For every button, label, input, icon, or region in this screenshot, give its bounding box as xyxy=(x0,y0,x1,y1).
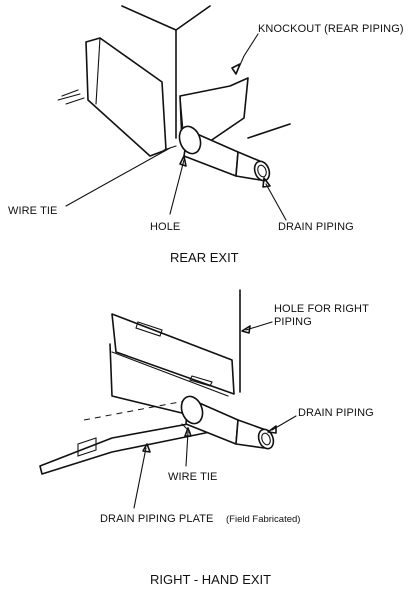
drain-plate-arrow xyxy=(142,443,151,453)
right-hand-exit-figure: HOLE FOR RIGHT PIPING DRAIN PIPING WIRE … xyxy=(39,289,374,587)
back-panel xyxy=(111,313,235,395)
wire-tie-label: WIRE TIE xyxy=(168,471,218,483)
rear-exit-figure: KNOCKOUT (REAR PIPING) WIRE TIE HOLE DRA… xyxy=(8,5,404,265)
drain-piping-label: DRAIN PIPING xyxy=(298,407,374,419)
right-hand-exit-title: RIGHT - HAND EXIT xyxy=(150,572,271,587)
pipe-back-end xyxy=(178,125,202,155)
panel-lower-line xyxy=(111,351,229,397)
hole-right-arrow xyxy=(241,325,251,334)
cabinet-top-edge xyxy=(121,5,211,31)
knockout-arrow xyxy=(231,63,241,75)
hole-for-right-label-line1: HOLE FOR RIGHT xyxy=(274,303,369,315)
drain-piping-arrow xyxy=(262,177,271,188)
floor-line xyxy=(247,123,291,139)
hole-leader xyxy=(169,159,185,215)
pipe-outlet-inner xyxy=(261,432,271,446)
knockout-label: KNOCKOUT (REAR PIPING) xyxy=(258,23,404,35)
pipe-back-end xyxy=(180,395,204,425)
wire-tie-arrow xyxy=(184,427,192,437)
hole-for-right-label-line2: PIPING xyxy=(274,316,312,328)
drain-piping-arrow xyxy=(267,425,277,434)
drain-plate-label: DRAIN PIPING PLATE xyxy=(100,513,213,525)
wire-tie-label: WIRE TIE xyxy=(8,205,58,217)
front-panel-edge xyxy=(109,343,187,415)
bracket-fold-line xyxy=(95,37,101,105)
wire-tie-leader xyxy=(185,431,189,467)
drain-plate-leader xyxy=(133,447,147,509)
side-hole-slot xyxy=(189,375,213,387)
hole-label: HOLE xyxy=(150,221,180,233)
left-bracket-panel xyxy=(85,37,167,157)
hole-arrow xyxy=(179,155,187,167)
hidden-edge xyxy=(83,399,191,421)
drain-piping-label: DRAIN PIPING xyxy=(278,221,354,233)
bracket-hatch xyxy=(57,89,85,105)
pipe-outlet-inner xyxy=(257,164,267,178)
rear-exit-title: REAR EXIT xyxy=(170,250,239,265)
drain-piping-leader xyxy=(265,183,287,221)
plate-tab xyxy=(77,437,97,457)
knockout-leader xyxy=(235,33,259,75)
drain-plate-note: (Field Fabricated) xyxy=(226,514,300,525)
drain-piping-plate xyxy=(39,419,211,475)
top-hole-slot xyxy=(135,321,163,337)
wire-tie-leader xyxy=(65,147,171,207)
